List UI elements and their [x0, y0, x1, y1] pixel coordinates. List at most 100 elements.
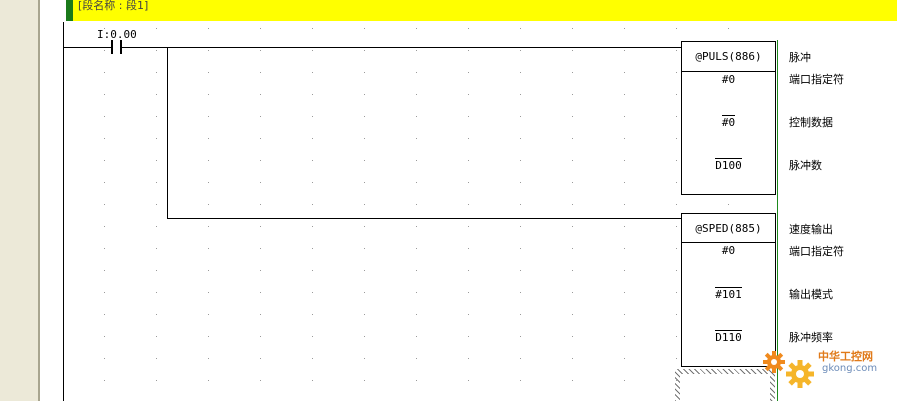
grid-dot: [156, 358, 157, 359]
grid-dot: [208, 94, 209, 95]
grid-dot: [416, 182, 417, 183]
grid-dot: [208, 204, 209, 205]
grid-dot: [572, 182, 573, 183]
contact-address-label[interactable]: I:0.00: [97, 28, 137, 41]
grid-dot: [364, 380, 365, 381]
grid-dot: [416, 50, 417, 51]
grid-dot: [416, 226, 417, 227]
grid-dot: [104, 248, 105, 249]
grid-dot: [624, 292, 625, 293]
grid-dot: [624, 94, 625, 95]
grid-dot: [156, 72, 157, 73]
grid-dot: [520, 270, 521, 271]
grid-dot: [416, 336, 417, 337]
grid-dot: [260, 138, 261, 139]
grid-dot: [260, 248, 261, 249]
contact-right-bar: [120, 40, 122, 54]
grid-dot: [624, 138, 625, 139]
grid-dot: [208, 72, 209, 73]
grid-dot: [208, 292, 209, 293]
grid-dot: [104, 50, 105, 51]
grid-dot: [208, 380, 209, 381]
grid-dot: [520, 116, 521, 117]
grid-dot: [624, 50, 625, 51]
puls-operand-control[interactable]: #0: [721, 115, 736, 129]
grid-dot: [468, 160, 469, 161]
puls-title-separator: [682, 71, 775, 72]
grid-dot: [104, 204, 105, 205]
sped-operand-mode[interactable]: #101: [715, 287, 742, 301]
grid-dot: [572, 292, 573, 293]
sped-instruction-block[interactable]: @SPED(885) #0 #101 D110: [681, 213, 776, 367]
grid-dot: [156, 116, 157, 117]
grid-dot: [416, 94, 417, 95]
puls-instruction-block[interactable]: @PULS(886) #0 #0 D100: [681, 41, 776, 195]
grid-dot: [208, 138, 209, 139]
grid-dot: [624, 182, 625, 183]
grid-dot: [468, 226, 469, 227]
section-header-marker: [66, 0, 73, 21]
grid-dot: [624, 116, 625, 117]
grid-dot: [312, 50, 313, 51]
grid-dot: [156, 182, 157, 183]
grid-dot: [260, 182, 261, 183]
grid-dot: [364, 248, 365, 249]
grid-dot: [104, 292, 105, 293]
grid-dot: [676, 138, 677, 139]
grid-dots: [104, 28, 729, 381]
grid-dot: [624, 160, 625, 161]
grid-dot: [520, 94, 521, 95]
grid-dot: [156, 248, 157, 249]
grid-dot: [156, 204, 157, 205]
grid-dot: [416, 270, 417, 271]
grid-dot: [364, 116, 365, 117]
grid-dot: [676, 94, 677, 95]
grid-dot: [208, 28, 209, 29]
branch-vertical-wire: [167, 47, 168, 219]
grid-dot: [572, 116, 573, 117]
grid-dot: [364, 336, 365, 337]
grid-dot: [572, 138, 573, 139]
grid-dot: [572, 204, 573, 205]
sped-operand-port[interactable]: #0: [721, 244, 736, 257]
grid-dot: [156, 226, 157, 227]
grid-dot: [416, 116, 417, 117]
grid-dot: [676, 336, 677, 337]
rung2-wire-main: [167, 218, 681, 219]
grid-dot: [104, 226, 105, 227]
grid-dot: [468, 94, 469, 95]
grid-dot: [624, 358, 625, 359]
grid-dot: [156, 138, 157, 139]
grid-dot: [208, 248, 209, 249]
sped-operand-frequency[interactable]: D110: [715, 330, 742, 344]
grid-dot: [572, 248, 573, 249]
grid-dot: [572, 28, 573, 29]
section-header[interactable]: [66, 0, 897, 21]
grid-dot: [624, 248, 625, 249]
grid-dot: [312, 314, 313, 315]
grid-dot: [260, 116, 261, 117]
grid-dot: [468, 336, 469, 337]
contact-left-bar: [111, 40, 113, 54]
grid-dot: [364, 28, 365, 29]
grid-dot: [520, 314, 521, 315]
grid-dot: [312, 138, 313, 139]
grid-dot: [260, 380, 261, 381]
grid-dot: [676, 292, 677, 293]
puls-operand-count[interactable]: D100: [715, 158, 742, 172]
puls-comment-control: 控制数据: [789, 116, 833, 129]
grid-dot: [520, 204, 521, 205]
grid-dot: [312, 358, 313, 359]
grid-dot: [624, 226, 625, 227]
grid-dot: [312, 28, 313, 29]
grid-dot: [572, 270, 573, 271]
grid-dot: [156, 160, 157, 161]
puls-operand-port[interactable]: #0: [721, 73, 736, 86]
left-gutter: [0, 0, 38, 401]
grid-dot: [520, 226, 521, 227]
grid-dot: [364, 94, 365, 95]
grid-dot: [260, 72, 261, 73]
grid-dot: [104, 314, 105, 315]
grid-dot: [312, 204, 313, 205]
grid-dot: [260, 314, 261, 315]
